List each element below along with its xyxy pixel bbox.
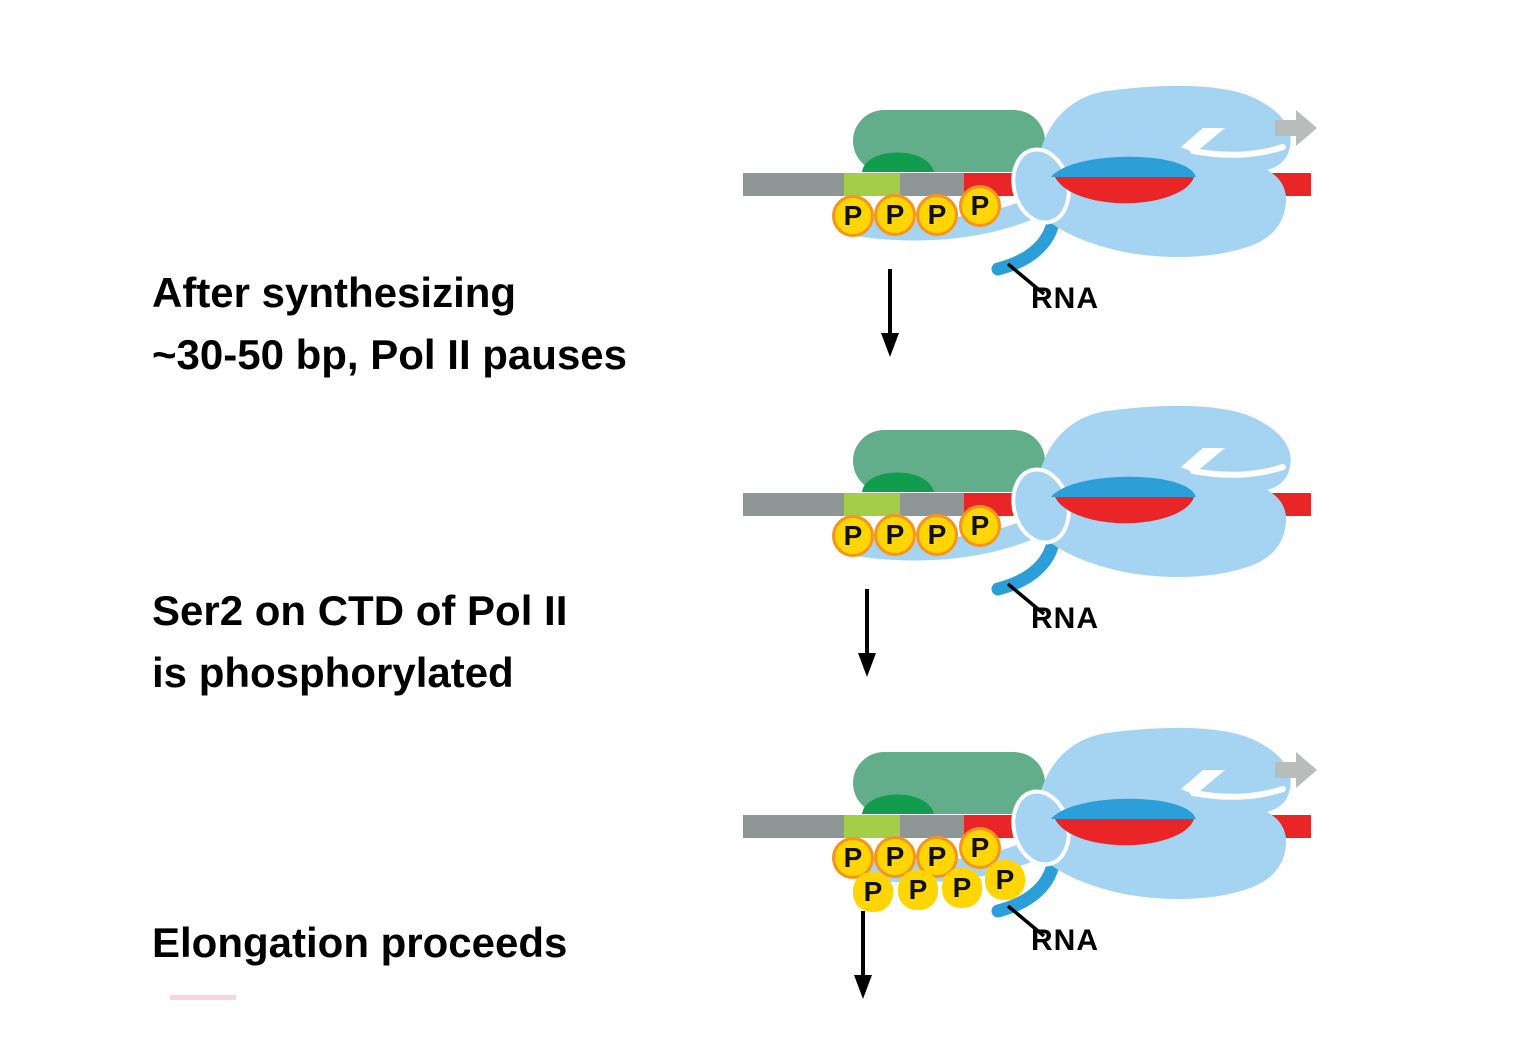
down-arrow	[854, 911, 872, 999]
pol2-cleft-notch	[1181, 448, 1225, 473]
rna-label: RNA	[1031, 282, 1099, 315]
phosphate-badge: P	[898, 870, 938, 910]
phosphate-badge: P	[874, 194, 916, 236]
phosphate-badge: P	[874, 514, 916, 556]
phosphate-badge: P	[832, 195, 874, 237]
template-rna-hybrid	[1051, 156, 1196, 177]
active-site-dna	[1055, 177, 1194, 204]
template-rna-hybrid	[1051, 476, 1196, 497]
caption-line: is phosphorylated	[152, 649, 514, 696]
polymerase-diagram-svg	[743, 85, 1317, 357]
down-arrow	[881, 269, 899, 357]
phosphate-badge: P	[832, 837, 874, 879]
pol2-cleft-line	[1190, 786, 1286, 800]
phosphate-badge: P	[959, 505, 1001, 547]
active-site-dna	[1055, 497, 1194, 524]
green-protein-core	[862, 794, 934, 814]
caption-line: ~30-50 bp, Pol II pauses	[152, 331, 628, 378]
phosphate-badge: P	[959, 185, 1001, 227]
phosphate-badge: P	[985, 860, 1025, 900]
phosphate-badge: P	[853, 872, 893, 912]
phosphate-badge: P	[916, 514, 958, 556]
active-site-dna	[1055, 819, 1194, 846]
dna-promoter-segment	[844, 815, 900, 838]
green-protein-core	[862, 472, 934, 492]
rna-label: RNA	[1031, 924, 1099, 957]
direction-arrow-icon	[1275, 110, 1317, 146]
polymerase-diagram-svg	[743, 727, 1317, 999]
template-rna-hybrid	[1051, 798, 1196, 819]
pol2-cleft-notch	[1181, 770, 1225, 795]
pol2-cleft-line	[1190, 464, 1286, 478]
caption-line: Ser2 on CTD of Pol II	[152, 587, 568, 634]
cropped-artifact	[170, 995, 236, 1000]
phosphate-badge: P	[832, 515, 874, 557]
stage-caption: Ser2 on CTD of Pol II is phosphorylated	[152, 580, 567, 704]
phosphate-badge: P	[916, 194, 958, 236]
phosphate-badge: P	[942, 868, 982, 908]
rna-pointer-line	[1006, 904, 1046, 938]
green-protein-core	[862, 152, 934, 172]
rna-label: RNA	[1031, 602, 1099, 635]
figure-canvas: { "colors": { "dna_gray": "#8F9696", "dn…	[152, 83, 1355, 1000]
caption-line: Elongation proceeds	[152, 919, 568, 966]
polymerase-diagram-svg	[743, 405, 1311, 677]
rna-pointer-line	[1006, 582, 1046, 616]
pol2-cleft-notch	[1181, 128, 1225, 153]
caption-line: After synthesizing	[152, 269, 517, 316]
stage-caption: Elongation proceeds	[152, 912, 567, 974]
stage-caption: After synthesizing ~30-50 bp, Pol II paus…	[152, 262, 627, 386]
direction-arrow-icon	[1275, 752, 1317, 788]
dna-promoter-segment	[844, 493, 900, 516]
rna-pointer-line	[1006, 262, 1046, 296]
down-arrow	[858, 589, 876, 677]
pol2-cleft-line	[1190, 144, 1286, 158]
dna-promoter-segment	[844, 173, 900, 196]
